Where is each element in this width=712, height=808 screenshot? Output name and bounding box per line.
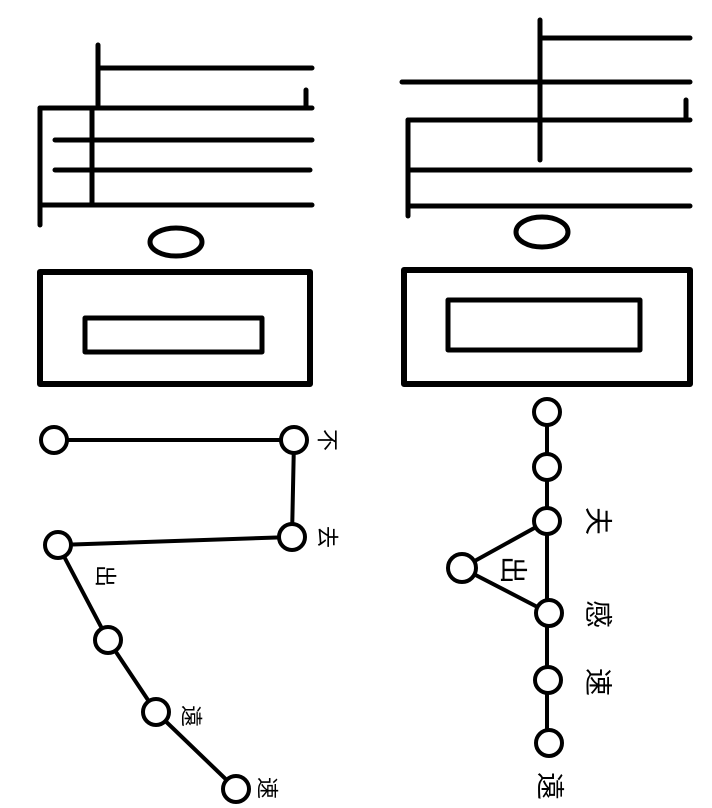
graph-node [279, 425, 309, 455]
left-glyph [37, 42, 315, 387]
node-label: 夫 [582, 507, 615, 535]
graph-node [221, 774, 251, 804]
node-label: 出 [497, 556, 530, 584]
node-label: 出 [92, 565, 117, 587]
graph-node [534, 598, 564, 628]
graph-node [533, 665, 563, 695]
left-labels: 不 去 出 遠 速 [92, 429, 339, 799]
node-label: 速 [254, 777, 279, 799]
graph-node [93, 625, 123, 655]
graph-node [43, 530, 73, 560]
left-nodes [39, 425, 309, 804]
node-label: 遠 [534, 772, 567, 800]
node-label: 速 [582, 668, 615, 696]
node-label: 遠 [178, 705, 203, 727]
graph-node [532, 452, 562, 482]
right-labels: 夫 出 感 速 遠 [497, 507, 615, 800]
graph-node [532, 397, 562, 427]
graph-node [532, 506, 562, 536]
graph-node [277, 522, 307, 552]
graph-node [141, 697, 171, 727]
left-edges [52, 438, 296, 791]
node-label: 不 [314, 429, 339, 451]
graph-node [39, 425, 69, 455]
node-label: 感 [582, 600, 615, 628]
graph-node [534, 728, 564, 758]
right-nodes [446, 397, 564, 758]
right-glyph [399, 17, 693, 387]
graph-node [446, 552, 478, 584]
node-label: 去 [314, 526, 339, 548]
